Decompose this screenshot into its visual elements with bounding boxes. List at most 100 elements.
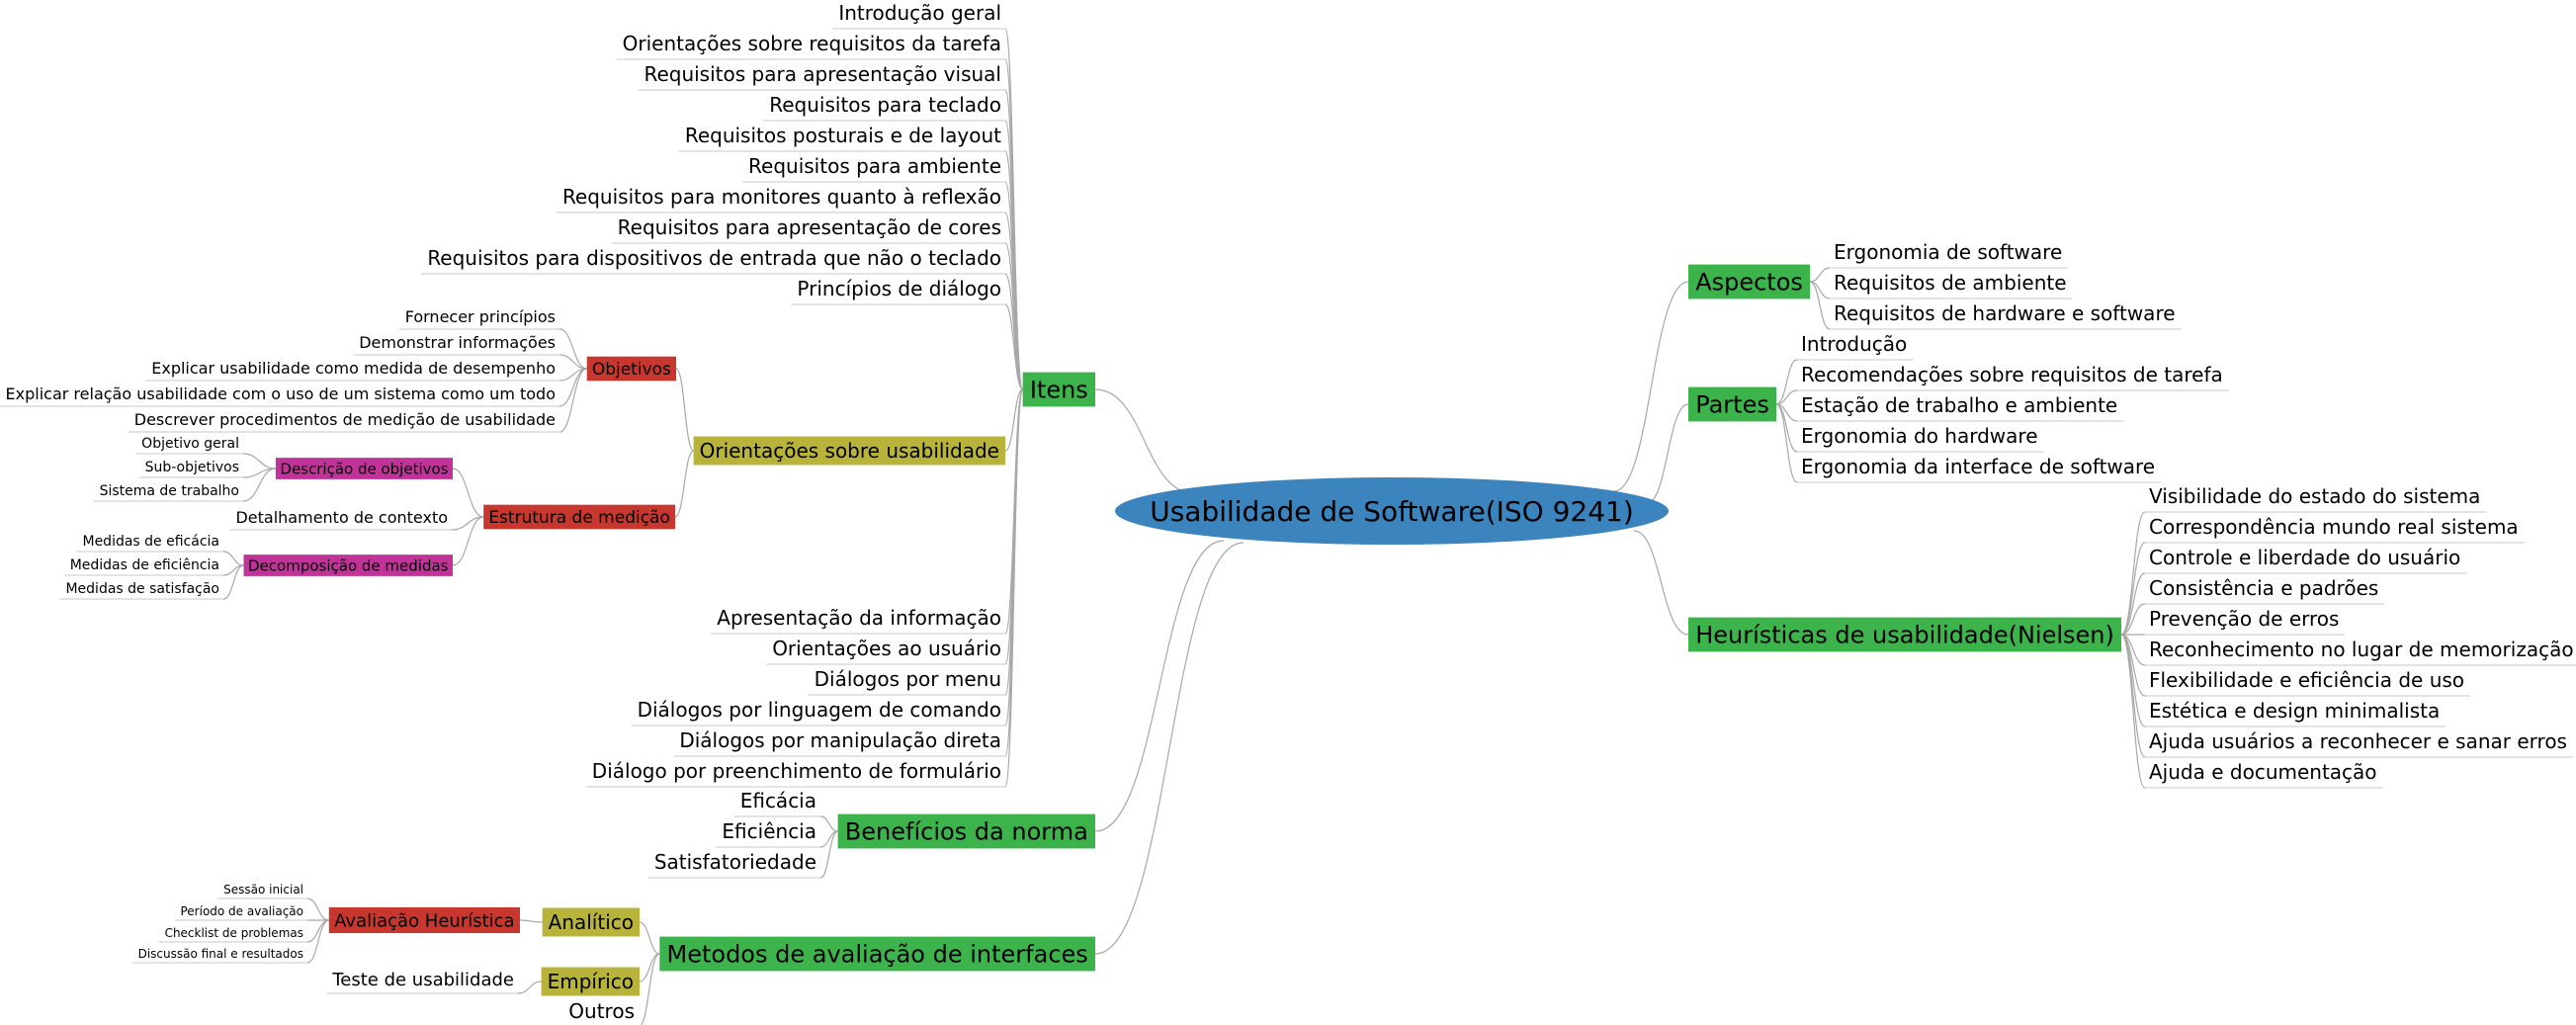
objetivos-item[interactable]: Explicar relação usabilidade com o uso d… xyxy=(6,384,556,403)
mind-map-nodes: Usabilidade de Software(ISO 9241) Itens In… xyxy=(6,1,2574,1023)
descricao-node[interactable]: Descrição de objetivos xyxy=(280,460,448,477)
itens-item[interactable]: Requisitos para ambiente xyxy=(748,154,1001,178)
decomposicao-node[interactable]: Decomposição de medidas xyxy=(248,556,449,574)
beneficios-item[interactable]: Eficiência xyxy=(722,819,816,843)
beneficios-node[interactable]: Benefícios da norma xyxy=(845,818,1088,846)
connector-line xyxy=(1004,303,1024,390)
partes-item[interactable]: Introdução xyxy=(1801,332,1907,356)
avaliacao-item[interactable]: Sessão inicial xyxy=(223,883,303,897)
descricao-item[interactable]: Objetivo geral xyxy=(141,436,239,452)
partes-item[interactable]: Ergonomia da interface de software xyxy=(1801,455,2155,478)
connector-line xyxy=(558,368,587,433)
beneficios-item[interactable]: Eficácia xyxy=(740,789,816,812)
aspectos-item[interactable]: Requisitos de ambiente xyxy=(1834,271,2067,295)
descricao-item[interactable]: Sistema de trabalho xyxy=(100,483,239,499)
connector-line xyxy=(222,551,244,566)
connector-line xyxy=(558,354,587,370)
objetivos-item[interactable]: Fornecer princípios xyxy=(405,307,556,326)
analitico-node-box xyxy=(542,907,640,937)
itens-item[interactable]: Diálogos por menu xyxy=(815,667,1001,691)
itens-item[interactable]: Requisitos posturais e de layout xyxy=(685,124,1001,147)
itens-item[interactable]: Introdução geral xyxy=(838,1,1001,25)
orientacoes-node[interactable]: Orientações sobre usabilidade xyxy=(700,439,999,463)
avaliacao-node-box xyxy=(328,906,520,934)
heuristicas-item[interactable]: Reconhecimento no lugar de memorização xyxy=(2149,638,2574,661)
heuristicas-item[interactable]: Consistência e padrões xyxy=(2149,576,2378,600)
descricao-node-box xyxy=(275,458,453,479)
connector-line xyxy=(517,981,542,994)
itens-item[interactable]: Requisitos para monitores quanto à refle… xyxy=(562,185,1001,209)
connector-line xyxy=(306,919,329,943)
descricao-item[interactable]: Sub-objetivos xyxy=(145,460,239,475)
itens-item[interactable]: Apresentação da informação xyxy=(717,606,1001,630)
root-node[interactable]: Usabilidade de Software(ISO 9241) xyxy=(1150,495,1634,528)
decomposicao-item[interactable]: Medidas de satisfação xyxy=(65,581,219,597)
itens-item[interactable]: Princípios de diálogo xyxy=(797,277,1001,300)
detalhamento-item[interactable]: Detalhamento de contexto xyxy=(235,508,448,527)
decomposicao-node-box xyxy=(243,555,453,576)
partes-item[interactable]: Recomendações sobre requisitos de tarefa xyxy=(1801,363,2223,386)
connector-line xyxy=(452,516,484,566)
connector-line xyxy=(2120,634,2146,697)
connector-line xyxy=(675,368,695,452)
connector-line xyxy=(1646,403,1689,504)
connector-line xyxy=(639,953,660,982)
connector-line xyxy=(1775,403,1798,483)
heuristicas-item[interactable]: Ajuda usuários a reconhecer e sanar erro… xyxy=(2149,729,2567,753)
root-node-ellipse xyxy=(1115,477,1669,545)
analitico-node[interactable]: Analítico xyxy=(549,910,634,934)
connector-line xyxy=(2120,603,2146,636)
partes-item[interactable]: Ergonomia do hardware xyxy=(1801,424,2038,448)
orientacoes-node-box xyxy=(693,436,1005,466)
objetivos-node-box xyxy=(586,356,676,382)
objetivos-item[interactable]: Explicar usabilidade como medida de dese… xyxy=(151,359,556,378)
avaliacao-item[interactable]: Discussão final e resultados xyxy=(138,947,303,961)
estrutura-node[interactable]: Estrutura de medição xyxy=(488,508,670,528)
connector-line xyxy=(452,468,484,518)
objetivos-item[interactable]: Demonstrar informações xyxy=(359,333,556,352)
itens-item[interactable]: Requisitos para apresentação visual xyxy=(644,62,1001,86)
itens-item[interactable]: Diálogos por linguagem de comando xyxy=(638,698,1001,722)
partes-item[interactable]: Estação de trabalho e ambiente xyxy=(1801,393,2117,417)
heuristicas-item[interactable]: Visibilidade do estado do sistema xyxy=(2149,484,2480,508)
avaliacao-item[interactable]: Período de avaliação xyxy=(180,904,303,918)
aspectos-node[interactable]: Aspectos xyxy=(1695,269,1803,297)
aspectos-item[interactable]: Requisitos de hardware e software xyxy=(1834,301,2176,325)
aspectos-item[interactable]: Ergonomia de software xyxy=(1834,240,2062,264)
itens-item[interactable]: Requisitos para teclado xyxy=(769,93,1001,117)
objetivos-item[interactable]: Descrever procedimentos de medição de us… xyxy=(134,410,556,429)
outros-item[interactable]: Outros xyxy=(568,999,635,1023)
metodos-node[interactable]: Metodos de avaliação de interfaces xyxy=(667,941,1088,969)
heuristicas-item[interactable]: Prevenção de erros xyxy=(2149,607,2339,631)
beneficios-item[interactable]: Satisfatoriedade xyxy=(654,850,816,874)
empirico-item[interactable]: Teste de usabilidade xyxy=(331,970,514,990)
partes-node[interactable]: Partes xyxy=(1695,391,1769,419)
itens-item[interactable]: Requisitos para apresentação de cores xyxy=(618,215,1001,239)
itens-item[interactable]: Orientações ao usuário xyxy=(772,637,1001,660)
avaliacao-node[interactable]: Avaliação Heurística xyxy=(334,910,514,931)
decomposicao-item[interactable]: Medidas de eficácia xyxy=(82,534,219,550)
heuristicas-item[interactable]: Estética e design minimalista xyxy=(2149,699,2440,723)
heuristicas-item[interactable]: Controle e liberdade do usuário xyxy=(2149,546,2460,569)
itens-item[interactable]: Diálogo por preenchimento de formulário xyxy=(592,759,1001,783)
itens-item[interactable]: Diálogos por manipulação direta xyxy=(679,728,1001,752)
itens-item[interactable]: Orientações sobre requisitos da tarefa xyxy=(623,32,1001,55)
connector-line xyxy=(1004,388,1024,788)
connector-line xyxy=(1094,388,1195,494)
connector-line xyxy=(2120,634,2146,789)
objetivos-node[interactable]: Objetivos xyxy=(592,360,671,380)
itens-item[interactable]: Requisitos para dispositivos de entrada … xyxy=(427,246,1001,270)
decomposicao-item[interactable]: Medidas de eficiência xyxy=(70,557,219,573)
empirico-node[interactable]: Empírico xyxy=(548,970,634,993)
connector-line xyxy=(2120,511,2146,636)
heuristicas-item[interactable]: Ajuda e documentação xyxy=(2149,760,2377,784)
connector-line xyxy=(1094,542,1245,955)
connector-line xyxy=(222,564,244,600)
heuristicas-item[interactable]: Flexibilidade e eficiência de uso xyxy=(2149,668,2464,692)
heuristicas-item[interactable]: Correspondência mundo real sistema xyxy=(2149,515,2519,539)
connector-line xyxy=(1094,540,1225,832)
avaliacao-item[interactable]: Checklist de problemas xyxy=(165,926,303,940)
heuristicas-node[interactable]: Heurísticas de usabilidade(Nielsen) xyxy=(1695,622,2114,649)
itens-node[interactable]: Itens xyxy=(1030,377,1088,404)
